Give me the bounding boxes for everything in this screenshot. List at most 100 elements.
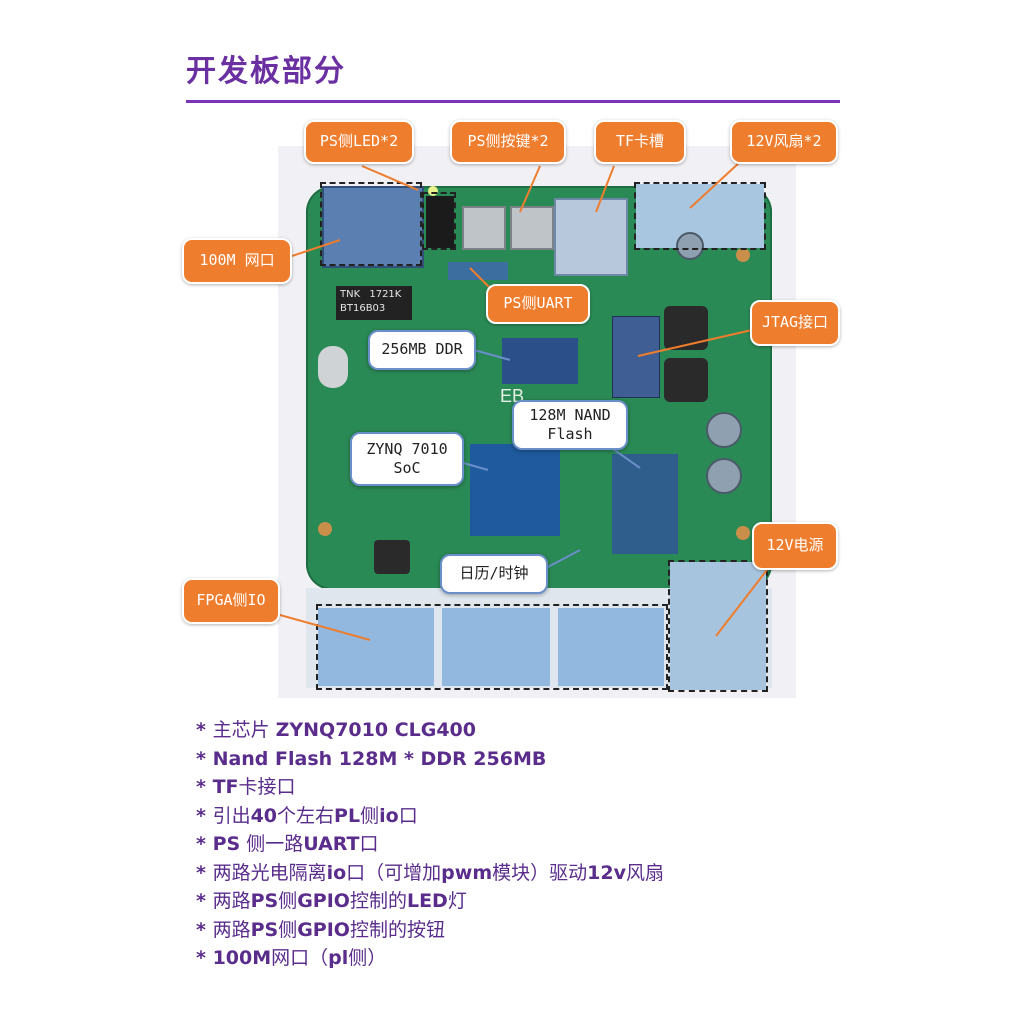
bullet-star: * [196,918,213,941]
feature-text: TF [212,776,239,798]
mounting-hole-br [736,526,750,540]
feature-item: * 100M网口（pl侧） [196,944,664,973]
callout-zynq-line2: SoC [393,459,421,477]
fpga-io-header-3 [558,608,664,686]
chip-model-marking: BT16B03 [340,303,386,314]
uart-header [448,262,508,280]
callout-rtc: 日历/时钟 [440,554,548,594]
feature-item: * 两路光电隔离io口（可增加pwm模块）驱动12v风扇 [196,859,664,888]
feature-text: 风扇 [625,861,664,884]
callout-nand-line1: 128M NAND [529,405,611,424]
tf-card-slot [554,198,628,276]
feature-text: LED [406,890,448,912]
feature-text: 侧 [360,804,380,827]
led-pair [426,196,454,248]
fpga-io-header-2 [442,608,550,686]
feature-text: 侧） [348,947,387,969]
feature-list: * 主芯片 ZYNQ7010 CLG400* Nand Flash 128M *… [196,716,664,973]
callout-fan: 12V风扇*2 [730,120,838,164]
capacitor-3 [676,232,704,260]
feature-text: 卡接口 [238,776,296,798]
feature-text: 引出 [212,804,251,827]
power-region-box [668,560,768,692]
mounting-hole-tl [736,248,750,262]
feature-text: io [326,861,347,884]
feature-text: ZYNQ7010 CLG400 [275,719,476,741]
feature-text: 口 [398,804,418,827]
callout-zynq: ZYNQ 7010 SoC [350,432,464,486]
power-connector [670,562,766,690]
crystal [318,346,348,388]
feature-item: * 引出40个左右PL侧io口 [196,802,664,831]
eth-phy-chip: TNK 1721K BT16B03 [336,286,412,320]
callout-ddr: 256MB DDR [368,330,476,370]
mounting-hole-bl [318,522,332,536]
feature-text: pwm [441,861,493,884]
feature-text: 口（可增加 [346,861,442,884]
feature-text: 侧 [278,918,298,941]
fpga-io-header-1 [318,608,434,686]
feature-item: * PS 侧一路UART口 [196,830,664,859]
feature-text: 12v [587,861,626,884]
bullet-star: * [196,833,213,855]
callout-nand-line2: Flash [547,425,593,443]
ps-button-1 [462,206,506,250]
page-title: 开发板部分 [186,54,346,89]
chip-code-marking: 1721K [369,289,402,300]
feature-item: * 两路PS侧GPIO控制的LED灯 [196,887,664,916]
callout-nand: 128M NAND Flash [512,400,628,450]
callout-fpga-io: FPGA侧IO [182,578,280,624]
feature-text: 灯 [447,890,467,912]
eth-region-box [320,182,422,266]
ps-button-2 [510,206,554,250]
led-region-box [422,192,456,250]
led-indicator [428,186,438,196]
feature-item: * Nand Flash 128M * DDR 256MB [196,745,664,774]
feature-text: 控制的按钮 [349,918,445,941]
feature-text: 口 [359,833,379,855]
feature-text: 两路光电隔离 [212,861,327,884]
bullet-star: * [196,804,213,827]
feature-text: 两路 [212,918,251,941]
zynq-chip [470,444,560,536]
feature-text: pl [328,947,349,969]
callout-ethernet: 100M 网口 [182,238,292,284]
feature-text: 侧一路 [240,833,304,855]
feature-text: PS [212,833,241,855]
jtag-header [612,316,660,398]
bullet-star: * [196,947,213,969]
feature-item: * TF卡接口 [196,773,664,802]
feature-text: PS [250,918,279,941]
brand-marking: TNK [340,289,361,300]
bullet-star: * [196,861,213,884]
callout-ps-led: PS侧LED*2 [304,120,414,164]
ethernet-jack [322,186,424,268]
feature-text: io [379,804,399,827]
feature-text: 主芯片 [212,719,276,741]
title-divider [186,100,840,103]
io-region-box [316,604,668,690]
feature-text: 侧 [278,890,298,912]
bullet-star: * [196,890,213,912]
callout-jtag: JTAG接口 [750,300,840,346]
callout-tf-slot: TF卡槽 [594,120,686,164]
callout-ps-key: PS侧按键*2 [450,120,566,164]
feature-text: 两路 [212,890,251,912]
callout-ps-uart: PS侧UART [486,284,590,324]
bullet-star: * [196,719,213,741]
callout-power: 12V电源 [752,522,838,570]
feature-text: UART [303,833,360,855]
fan-region-box [634,182,766,250]
feature-text: PL [334,804,361,827]
feature-item: * 主芯片 ZYNQ7010 CLG400 [196,716,664,745]
feature-text: GPIO [297,918,350,941]
feature-text: PS [250,890,279,912]
feature-text: 模块）驱动 [492,861,588,884]
callout-zynq-line1: ZYNQ 7010 [366,439,448,458]
feature-text: 控制的 [349,890,407,912]
capacitor-2 [706,458,742,494]
power-inductor [374,540,410,574]
feature-text: Nand Flash 128M * DDR 256MB [212,747,547,770]
bullet-star: * [196,747,213,770]
